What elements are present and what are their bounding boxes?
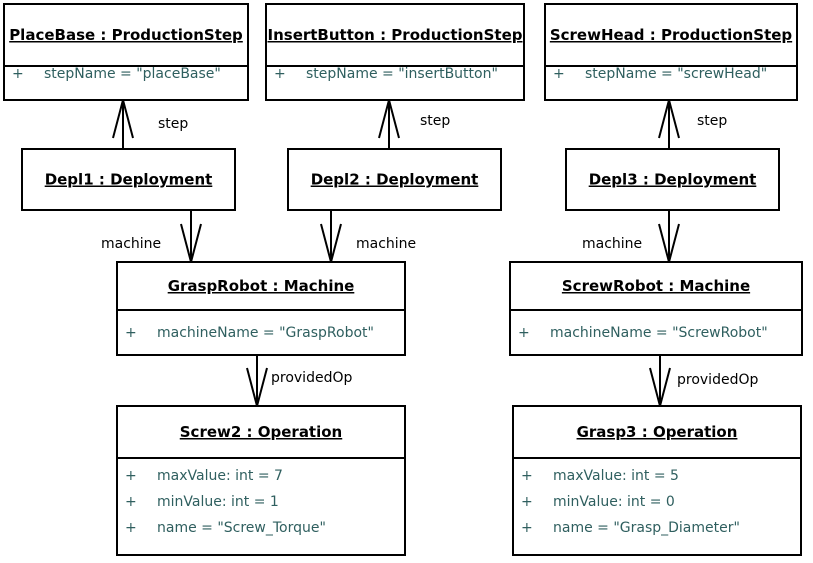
link-depl3-screwhead[interactable]: step [658,96,727,149]
attribute-row: stepName = "placeBase" [44,66,221,82]
object-screw2[interactable]: Screw2 : Operation + maxValue: int = 7 + min… [116,405,406,556]
object-title: Grasp3 : Operation [577,423,738,441]
object-title: Screw2 : Operation [180,423,342,441]
object-grasprobot[interactable]: GraspRobot : Machine + machineName = "Gras… [116,261,406,356]
objects-layer: PlaceBase : ProductionStep + stepName = "p… [3,3,803,556]
object-screwrobot[interactable]: ScrewRobot : Machine + machineName = "Scre… [509,261,803,356]
link-label: providedOp [677,372,758,388]
object-screwhead[interactable]: ScrewHead : ProductionStep + stepName = "s… [544,3,798,101]
object-insertbutton[interactable]: InsertButton : ProductionStep + stepName =… [265,3,525,101]
link-screwrobot-grasp3[interactable]: providedOp [649,355,758,410]
object-box [265,3,525,101]
attribute-row: name = "Screw_Torque" [157,520,326,536]
visibility-marker: + [521,494,533,510]
attribute-row: minValue: int = 0 [553,494,675,510]
visibility-marker: + [521,520,533,536]
object-box [565,148,780,211]
object-placebase[interactable]: PlaceBase : ProductionStep + stepName = "p… [3,3,249,101]
object-title: InsertButton : ProductionStep [268,26,523,44]
object-box [3,3,249,101]
link-label: machine [582,236,642,252]
visibility-marker: + [125,494,137,510]
visibility-marker: + [553,66,565,82]
link-depl2-insertbutton[interactable]: step [378,96,450,149]
object-box [116,261,406,356]
object-box [509,261,803,356]
visibility-marker: + [125,520,137,536]
attribute-row: maxValue: int = 5 [553,468,679,484]
link-label: step [697,113,727,129]
visibility-marker: + [125,468,137,484]
attribute-row: machineName = "ScrewRobot" [550,325,768,341]
visibility-marker: + [521,468,533,484]
object-title: Depl1 : Deployment [45,171,213,189]
attribute-row: machineName = "GraspRobot" [157,325,374,341]
link-depl1-placebase[interactable]: step [112,96,188,149]
link-label: providedOp [271,370,352,386]
object-box [544,3,798,101]
object-title: GraspRobot : Machine [168,277,355,295]
visibility-marker: + [274,66,286,82]
object-box [512,405,802,556]
object-depl1[interactable]: Depl1 : Deployment [21,148,236,211]
attribute-row: stepName = "screwHead" [585,66,767,82]
link-label: step [420,113,450,129]
object-box [116,405,406,556]
object-box [287,148,502,211]
link-label: machine [356,236,416,252]
object-box [21,148,236,211]
attribute-row: name = "Grasp_Diameter" [553,520,740,536]
link-depl1-grasprobot[interactable]: machine [101,210,202,266]
link-label: machine [101,236,161,252]
object-title: Depl3 : Deployment [589,171,757,189]
link-label: step [158,116,188,132]
object-title: ScrewRobot : Machine [562,277,750,295]
object-depl3[interactable]: Depl3 : Deployment [565,148,780,211]
object-title: ScrewHead : ProductionStep [550,26,793,44]
attribute-row: minValue: int = 1 [157,494,279,510]
visibility-marker: + [518,325,530,341]
object-title: Depl2 : Deployment [311,171,479,189]
visibility-marker: + [125,325,137,341]
link-grasprobot-screw2[interactable]: providedOp [246,355,352,410]
link-depl3-screwrobot[interactable]: machine [582,210,680,266]
attribute-row: stepName = "insertButton" [306,66,498,82]
link-depl2-grasprobot[interactable]: machine [320,210,416,266]
object-title: PlaceBase : ProductionStep [9,26,243,44]
object-grasp3[interactable]: Grasp3 : Operation + maxValue: int = 5 + min… [512,405,802,556]
object-depl2[interactable]: Depl2 : Deployment [287,148,502,211]
links-layer: step step step machine machine machine provide… [101,96,758,410]
visibility-marker: + [12,66,24,82]
attribute-row: maxValue: int = 7 [157,468,283,484]
